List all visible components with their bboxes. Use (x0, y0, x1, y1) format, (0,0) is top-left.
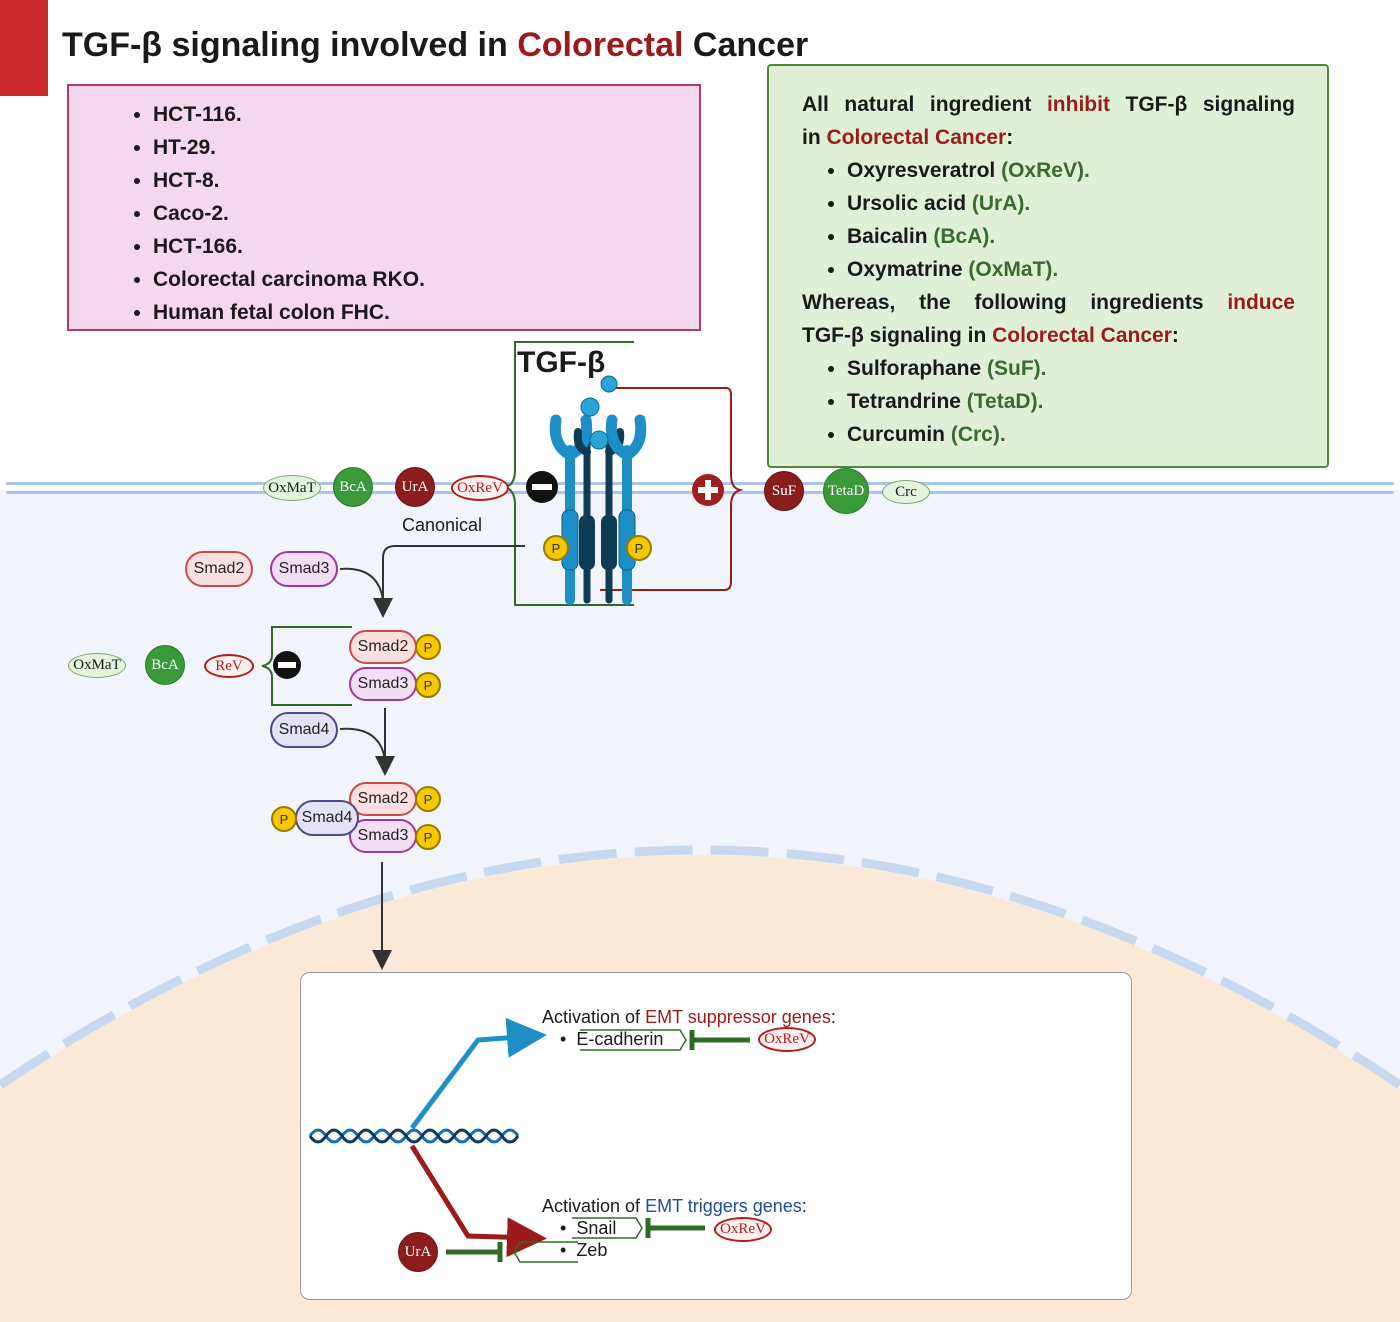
tgf-beta-label: TGF-β (517, 346, 606, 379)
phospho-dot: P (415, 634, 441, 660)
phospho-dot: P (415, 824, 441, 850)
inhibitor-item: Baicalin (BcA). (847, 220, 1295, 253)
inducer-item: Curcumin (Crc). (847, 418, 1295, 451)
gene-zeb: • Zeb (560, 1240, 608, 1260)
compound-crc: Crc (882, 480, 930, 504)
dna-icon (308, 1128, 520, 1144)
title-highlight: Colorectal (517, 26, 684, 64)
compound-oxmat: OxMaT (263, 475, 321, 501)
compound-ura: UrA (398, 1232, 438, 1272)
cell-line-item: HT-29. (153, 131, 699, 164)
cell-line-item: HCT-8. (153, 164, 699, 197)
inhibitor-item: Oxyresveratrol (OxReV). (847, 154, 1295, 187)
inducer-item: Sulforaphane (SuF). (847, 352, 1295, 385)
cell-line-item: Caco-2. (153, 197, 699, 230)
smad2-protein: Smad2 (349, 782, 417, 816)
phospho-dot: P (543, 535, 569, 561)
smad4-join (339, 727, 386, 761)
inhibit-intro: All natural ingredient inhibit TGF-β sig… (802, 93, 1295, 116)
phospho-dot: P (415, 672, 441, 698)
compound-suf: SuF (764, 471, 804, 511)
plus-icon (692, 474, 724, 506)
induce-bracket (600, 387, 744, 591)
suppressor-heading: Activation of EMT suppressor genes: (542, 1007, 836, 1027)
induce-intro: Whereas, the following ingredients induc… (802, 291, 1295, 314)
compound-oxrev: OxReV (714, 1217, 772, 1242)
cell-line-item: HCT-116. (153, 98, 699, 131)
triggers-heading: Activation of EMT triggers genes: (542, 1196, 807, 1216)
gene-e-cadherin: • E-cadherin (560, 1029, 664, 1049)
title-part1: TGF-β signaling involved in (62, 26, 518, 64)
compound-oxrev: OxReV (758, 1027, 816, 1052)
cell-lines-box: HCT-116. HT-29. HCT-8. Caco-2. HCT-166. … (67, 84, 701, 331)
compound-tetad: TetaD (823, 468, 869, 514)
gene-snail: • Snail (560, 1218, 617, 1238)
smad4-protein: Smad4 (270, 712, 338, 748)
phospho-dot: P (271, 806, 297, 832)
nuclear-envelope (0, 845, 1400, 1089)
compound-oxrev: OxReV (451, 475, 509, 501)
smad4-protein: Smad4 (295, 800, 359, 836)
title-accent-block (0, 0, 48, 96)
inducer-item: Tetrandrine (TetaD). (847, 385, 1295, 418)
cell-line-item: Human fetal colon FHC. (153, 296, 699, 329)
compound-rev: ReV (204, 654, 254, 678)
compound-oxmat: OxMaT (68, 653, 126, 678)
smad-join-arrow (339, 567, 384, 601)
receptor-complex (549, 375, 647, 605)
induce-intro-line2: TGF-β signaling in Colorectal Cancer: (802, 324, 1179, 347)
canonical-label: Canonical (402, 515, 483, 535)
smad3-protein: Smad3 (270, 551, 338, 587)
phospho-dot: P (415, 786, 441, 812)
minus-icon (273, 651, 301, 679)
compound-bca: BcA (333, 467, 373, 507)
smad2-protein: Smad2 (349, 630, 417, 664)
phospho-dot: P (626, 535, 652, 561)
compound-ura: UrA (395, 467, 435, 507)
inhibitor-item: Oxymatrine (OxMaT). (847, 253, 1295, 286)
cell-line-item: Colorectal carcinoma RKO. (153, 263, 699, 296)
smad-inhibit-bracket (261, 626, 352, 706)
inhibit-intro-line2: in Colorectal Cancer: (802, 126, 1014, 149)
suppressor-arrow (410, 1017, 547, 1130)
smad2-protein: Smad2 (185, 551, 253, 587)
minus-icon (526, 471, 558, 503)
ingredients-summary-box: All natural ingredient inhibit TGF-β sig… (767, 64, 1329, 468)
page-title: TGF-β signaling involved in Colorectal C… (62, 26, 808, 65)
inhibitor-item: Ursolic acid (UrA). (847, 187, 1295, 220)
title-part2: Cancer (683, 26, 809, 64)
compound-bca: BcA (145, 645, 185, 685)
cell-line-item: HCT-166. (153, 230, 699, 263)
trigger-arrow (409, 1144, 547, 1258)
canonical-arrow (373, 545, 525, 618)
